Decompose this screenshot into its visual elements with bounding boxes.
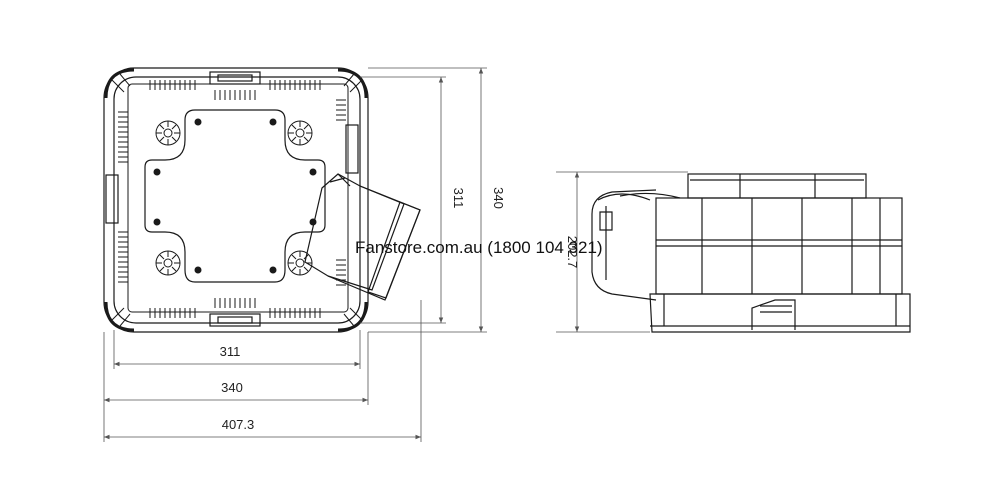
dim-side-height: 202.7 — [565, 236, 580, 269]
side-bottom-notch — [751, 299, 796, 330]
dim-width-overall: 407.3 — [222, 417, 255, 432]
left-clip — [105, 174, 119, 224]
corner-inner-marks — [111, 73, 363, 327]
bottom-clip — [209, 313, 261, 327]
plan-dimensions — [103, 67, 487, 442]
plan-inner-housing — [113, 76, 361, 324]
plan-base-plate — [127, 83, 349, 313]
fins-right — [336, 99, 346, 286]
side-base-skirt — [649, 293, 911, 333]
top-clip — [209, 71, 261, 85]
cross-plate — [144, 109, 326, 283]
dim-width-outer: 340 — [221, 380, 243, 395]
plan-outer-housing — [103, 67, 369, 333]
dim-height-outer: 340 — [491, 187, 506, 209]
rosette-vent-top-right — [287, 120, 313, 146]
right-clip — [345, 124, 359, 174]
corner-brackets — [104, 68, 368, 332]
top-clip-inner — [217, 74, 253, 82]
dim-width-inner: 311 — [220, 344, 241, 359]
watermark-text: Fanstore.com.au (1800 104 321) — [355, 238, 603, 257]
plan-view — [103, 67, 421, 333]
side-view — [591, 173, 911, 333]
fins-left — [118, 111, 128, 283]
fins-top — [149, 80, 321, 100]
side-top-cap — [687, 173, 867, 199]
side-spigot — [591, 189, 657, 301]
rosette-vent-bottom-left — [155, 250, 181, 276]
fins-bottom — [149, 298, 321, 318]
outlet-spigot — [304, 173, 421, 301]
bottom-clip-inner — [217, 316, 253, 324]
rosette-vent-bottom-right — [287, 250, 313, 276]
dim-height-inner: 311 — [451, 188, 466, 209]
side-dimensions — [556, 171, 688, 333]
rosette-vent-top-left — [155, 120, 181, 146]
